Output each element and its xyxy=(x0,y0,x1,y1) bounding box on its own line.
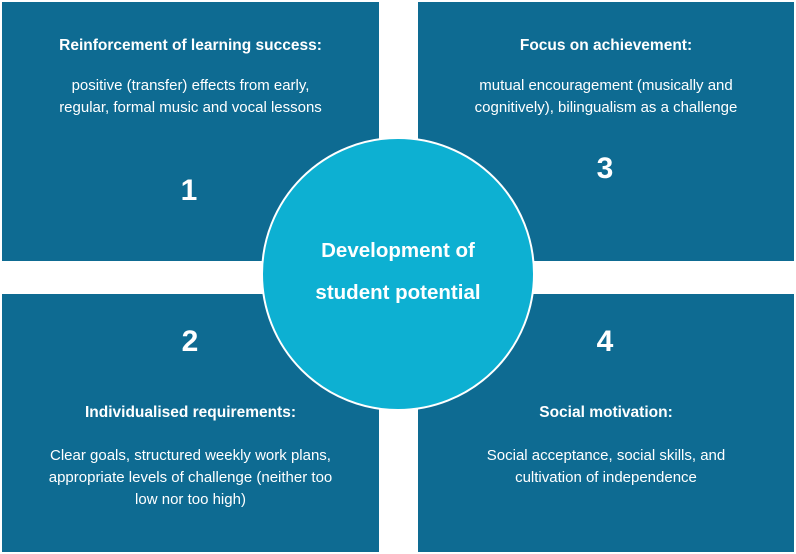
center-label-line: student potential xyxy=(315,281,481,304)
quadrant-3: Focus on achievement: mutual encourageme… xyxy=(418,2,794,261)
quadrant-1-number: 1 xyxy=(180,174,198,207)
quadrant-4-line: Social acceptance, social skills, and xyxy=(486,447,726,464)
quadrant-2-line: appropriate levels of challenge (neither… xyxy=(48,469,333,486)
quadrant-2-line: Clear goals, structured weekly work plan… xyxy=(50,447,331,464)
quadrant-3-title: Focus on achievement: xyxy=(519,37,693,54)
quadrant-4-number: 4 xyxy=(596,325,614,358)
quadrant-3-description: mutual encouragement (musically and cogn… xyxy=(432,75,780,119)
center-label: Development of student potential xyxy=(263,230,533,314)
quadrant-3-line: mutual encouragement (musically and xyxy=(479,77,733,94)
quadrant-4-title: Social motivation: xyxy=(539,404,673,421)
quadrant-4-line: cultivation of independence xyxy=(515,469,697,486)
quadrant-2-title: Individualised requirements: xyxy=(84,404,297,421)
quadrant-1-line: positive (transfer) effects from early, xyxy=(71,77,310,94)
quadrant-2-number: 2 xyxy=(181,325,199,358)
quadrant-1-title: Reinforcement of learning success: xyxy=(59,37,322,54)
quadrant-3-number: 3 xyxy=(596,152,614,185)
quadrant-4-description: Social acceptance, social skills, and cu… xyxy=(432,445,780,489)
quadrant-3-line: cognitively), bilingualism as a challeng… xyxy=(474,99,738,116)
quadrant-2-line: low nor too high) xyxy=(135,491,246,508)
quadrant-2-description: Clear goals, structured weekly work plan… xyxy=(16,445,365,511)
quadrant-1-line: regular, formal music and vocal lessons xyxy=(59,99,322,116)
quadrant-1: Reinforcement of learning success: posit… xyxy=(2,2,379,261)
center-circle: Development of student potential xyxy=(261,137,535,411)
quadrant-1-description: positive (transfer) effects from early, … xyxy=(16,75,365,119)
center-label-line: Development of xyxy=(321,239,475,262)
